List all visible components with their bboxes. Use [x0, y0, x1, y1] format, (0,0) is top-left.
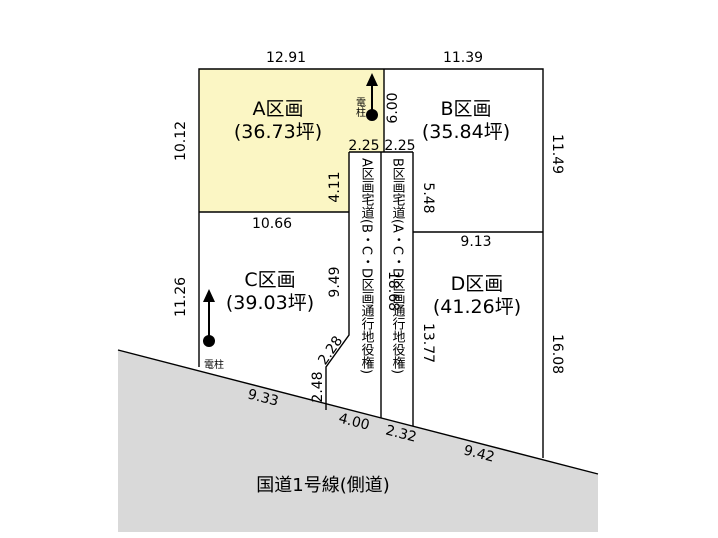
dim-strip-b-lower: 13.77: [420, 323, 436, 363]
dim-left-c: 11.26: [173, 277, 189, 317]
dim-top-b: 11.39: [443, 50, 483, 66]
lot-c-area-label: (39.03坪): [226, 292, 314, 314]
dim-strip-b-full: 18.68: [385, 271, 401, 311]
dim-right-b: 11.49: [549, 134, 565, 174]
dim-road-strip-b: 2.32: [384, 422, 418, 445]
lot-a-area-label: (36.73坪): [234, 121, 322, 143]
lot-c-name: C区画: [244, 269, 295, 291]
utility-pole-a-label: 電柱: [354, 97, 366, 118]
dim-road-d: 9.42: [462, 442, 496, 465]
road-area: [118, 350, 598, 532]
utility-pole-c: [203, 289, 215, 347]
lot-d-area-label: (41.26坪): [433, 296, 521, 318]
easement-b-label: B区画宅道(A・C・D区画通行地役権): [390, 158, 406, 374]
dim-a-c-boundary: 10.66: [252, 216, 292, 232]
dim-strip-a-lower: 9.49: [327, 266, 343, 297]
dim-road-c: 9.33: [246, 386, 280, 409]
road-edge: [117, 349, 599, 475]
dim-strip-a-upper: 4.11: [327, 171, 343, 202]
lot-boundaries: [198, 68, 544, 458]
dim-short-vertical: 2.48: [310, 371, 326, 402]
utility-pole-a: [366, 73, 378, 121]
dim-b-d-boundary: 9.13: [460, 234, 491, 250]
dim-strip-b-upper: 5.48: [420, 182, 436, 213]
dim-strip-top-b: 2.25: [384, 138, 415, 154]
dim-diagonal: 2.28: [315, 333, 346, 368]
lot-b-name: B区画: [440, 98, 491, 120]
dim-strip-top-a: 2.25: [348, 138, 379, 154]
lot-b-area-label: (35.84坪): [422, 121, 510, 143]
utility-pole-c-label: 電柱: [204, 358, 224, 371]
road-label: 国道1号線(側道): [256, 475, 390, 496]
dim-right-d: 16.08: [549, 334, 565, 374]
lot-a-area: [199, 69, 384, 212]
dim-pole-a-offset: 6.00: [385, 92, 401, 123]
dim-left-a: 10.12: [173, 121, 189, 161]
dim-top-a: 12.91: [266, 50, 306, 66]
dim-road-strip-a: 4.00: [337, 410, 371, 433]
easement-a-label: A区画宅道(B・C・D区画通行地役権): [359, 158, 375, 374]
lot-d-name: D区画: [451, 273, 504, 295]
lot-a-name: A区画: [253, 98, 304, 120]
